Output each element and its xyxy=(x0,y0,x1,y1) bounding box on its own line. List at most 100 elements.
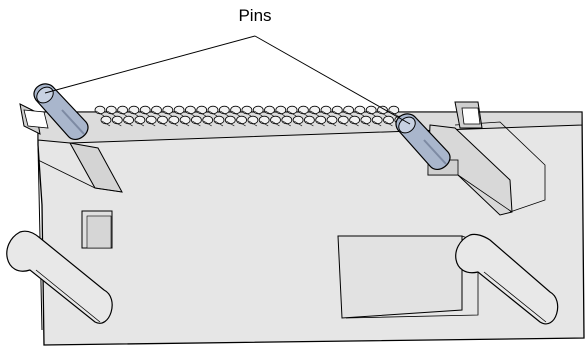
header-pin xyxy=(213,115,225,125)
header-pin-stem xyxy=(203,120,212,127)
header-pin-stem xyxy=(287,110,297,117)
header-pin xyxy=(139,105,151,115)
header-pin xyxy=(303,115,315,125)
header-pin xyxy=(218,105,230,115)
header-pin-stem xyxy=(367,110,376,117)
header-pin xyxy=(281,115,293,125)
header-pin-stem xyxy=(124,120,133,127)
header-pin-stem xyxy=(361,120,371,127)
header-pin-stem xyxy=(276,110,285,117)
header-pin-stem xyxy=(299,110,308,117)
header-pin-stem xyxy=(231,110,240,117)
header-pin xyxy=(258,115,270,125)
header-pin-stem xyxy=(186,110,195,117)
header-pin-stem xyxy=(265,110,274,117)
header-pin xyxy=(320,105,332,115)
header-pin-stem xyxy=(333,110,342,117)
header-pin-stem xyxy=(271,120,280,127)
header-pin xyxy=(331,105,343,115)
header-pin-stem xyxy=(344,110,353,117)
header-pin xyxy=(157,115,168,125)
header-pin-stem xyxy=(95,110,105,117)
header-pin xyxy=(264,105,275,115)
header-pin xyxy=(343,105,355,115)
guide-pin-right xyxy=(395,113,451,171)
header-pin-stem xyxy=(147,120,156,127)
header-pin-stem xyxy=(305,120,314,127)
header-pin xyxy=(337,115,349,125)
header-pin-stem xyxy=(107,110,116,117)
callout-line-right xyxy=(254,35,411,125)
header-pin xyxy=(349,115,361,125)
callout-line-left xyxy=(44,35,256,94)
header-pin-stem xyxy=(282,120,291,127)
header-pin-stem xyxy=(118,110,127,117)
mounting-slot-right xyxy=(455,233,559,325)
header-pin xyxy=(315,115,327,125)
header-pin xyxy=(128,105,140,115)
guide-pin-left xyxy=(33,83,89,141)
header-pin xyxy=(247,115,259,125)
header-pin-stem xyxy=(384,120,393,127)
header-pin xyxy=(202,115,214,125)
header-pin xyxy=(292,115,304,125)
header-pin xyxy=(117,105,128,115)
header-pin xyxy=(207,105,219,115)
header-pin xyxy=(111,115,123,125)
pin-header-connector xyxy=(94,105,406,127)
header-pin-stem xyxy=(310,110,319,117)
header-pin xyxy=(100,115,112,125)
header-pin-stem xyxy=(327,120,337,127)
latch-clip-left xyxy=(19,103,49,135)
header-pin xyxy=(286,105,298,115)
header-pin xyxy=(326,115,338,125)
header-pin xyxy=(184,105,196,115)
header-pin-stem xyxy=(254,110,263,117)
header-pin-stem xyxy=(260,120,269,127)
header-pin-stem xyxy=(197,110,206,117)
header-pin xyxy=(168,115,180,125)
header-pin-stem xyxy=(169,120,178,127)
header-pin xyxy=(224,115,236,125)
header-pin-stem xyxy=(192,120,201,127)
header-pin xyxy=(162,105,174,115)
header-pin xyxy=(179,115,191,125)
header-pin-stem xyxy=(141,110,150,117)
header-pin-stem xyxy=(378,110,387,117)
header-pin xyxy=(94,105,106,115)
header-pin-stem xyxy=(214,120,224,127)
header-pin xyxy=(190,115,202,125)
header-pin xyxy=(241,105,253,115)
header-pin xyxy=(173,105,185,115)
header-pin-stem xyxy=(174,110,184,117)
header-pin xyxy=(134,115,146,125)
latch-clip-right xyxy=(454,101,483,129)
header-pin-stem xyxy=(350,120,359,127)
header-pin xyxy=(275,105,287,115)
option-card-board xyxy=(37,111,585,346)
header-pin-stem xyxy=(248,120,258,127)
header-pin xyxy=(383,115,394,125)
chip xyxy=(337,235,463,319)
header-pin xyxy=(365,105,377,115)
header-pin-stem xyxy=(129,110,139,117)
header-pin-stem xyxy=(242,110,252,117)
header-pin xyxy=(354,105,366,115)
header-pin-stem xyxy=(316,120,325,127)
header-pin xyxy=(151,105,162,115)
header-pin xyxy=(196,105,208,115)
header-pin-stem xyxy=(163,110,172,117)
header-pin-stem xyxy=(226,120,235,127)
header-pin-stem xyxy=(220,110,229,117)
header-pin-stem xyxy=(208,110,218,117)
header-pin-stem xyxy=(135,120,145,127)
pins-callout-label: Pins xyxy=(238,6,272,25)
header-pin xyxy=(230,105,242,115)
header-pin-stem xyxy=(237,120,246,127)
header-pin xyxy=(252,105,264,115)
header-pin xyxy=(371,115,383,125)
header-pin-stem xyxy=(373,120,382,127)
header-pin xyxy=(145,115,157,125)
header-pin-stem xyxy=(389,110,398,117)
header-pin-stem xyxy=(293,120,303,127)
